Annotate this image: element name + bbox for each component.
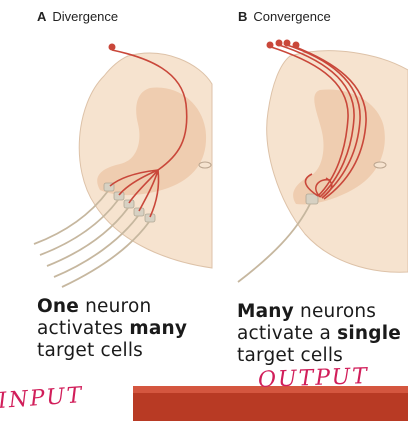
panel-b-title: Convergence bbox=[253, 9, 331, 24]
caption-text: activates bbox=[37, 318, 130, 339]
neuron-diagrams bbox=[33, 39, 408, 288]
caption-text: activate a bbox=[237, 323, 338, 344]
target-cell bbox=[133, 207, 145, 217]
axon-branch bbox=[128, 169, 159, 204]
central-canal bbox=[198, 161, 212, 169]
axon-branch bbox=[109, 169, 159, 187]
caption-bold-many: many bbox=[129, 318, 188, 339]
target-cell bbox=[144, 213, 156, 223]
target-axon bbox=[61, 221, 150, 288]
handwritten-output-annotation: OUTPUT bbox=[257, 364, 370, 393]
neuron-cell-body bbox=[266, 41, 274, 49]
axon-branch bbox=[138, 169, 159, 212]
neuron-axon bbox=[292, 45, 367, 200]
target-axon bbox=[46, 207, 129, 267]
gray-matter bbox=[97, 87, 207, 196]
axon-terminal-loop bbox=[304, 173, 319, 197]
caption-text: target cells bbox=[237, 345, 344, 366]
neuron-cell-body bbox=[108, 43, 116, 51]
caption-bold-many: Many bbox=[237, 301, 294, 322]
central-canal bbox=[373, 161, 387, 169]
accent-bar-band bbox=[133, 386, 408, 393]
convergence-caption: Many neurons activate a single target ce… bbox=[237, 301, 408, 367]
axon-branch bbox=[118, 169, 159, 196]
divergence-caption: One neuron activates many target cells bbox=[37, 296, 212, 362]
axon-branch bbox=[149, 169, 160, 218]
panel-b-label: B Convergence bbox=[238, 9, 331, 24]
caption-bold-one: One bbox=[37, 296, 80, 317]
caption-bold-single: single bbox=[337, 323, 401, 344]
target-cells bbox=[103, 182, 156, 223]
neuron-axon bbox=[267, 45, 349, 197]
target-axon bbox=[33, 190, 109, 245]
caption-text: neuron bbox=[79, 296, 152, 317]
target-cell bbox=[305, 193, 319, 205]
target-cell bbox=[113, 191, 125, 201]
panel-b-letter: B bbox=[238, 9, 248, 24]
caption-text: target cells bbox=[37, 340, 144, 361]
accent-bar bbox=[133, 386, 408, 421]
target-axon bbox=[237, 203, 311, 283]
neuron-cell-body bbox=[275, 39, 283, 47]
target-axon bbox=[39, 199, 119, 256]
target-cell bbox=[123, 199, 135, 209]
diverging-neuron bbox=[109, 49, 188, 218]
divergence-diagram bbox=[33, 43, 213, 288]
target-axons bbox=[33, 190, 150, 288]
neuron-axon bbox=[275, 43, 355, 198]
neuron-cell-body bbox=[292, 41, 300, 49]
panel-a-title: Divergence bbox=[52, 9, 119, 24]
panel-a-label: A Divergence bbox=[37, 9, 118, 24]
handwritten-input-annotation: INPUT bbox=[0, 383, 85, 414]
caption-text: neurons bbox=[293, 301, 377, 322]
converging-neurons bbox=[267, 43, 367, 200]
neuron-cell-body bbox=[283, 39, 291, 47]
target-axon bbox=[53, 215, 139, 278]
neuron-axon bbox=[283, 43, 361, 199]
convergence-diagram bbox=[237, 39, 408, 283]
neuron-axon bbox=[111, 49, 188, 171]
panel-a-letter: A bbox=[37, 9, 47, 24]
axon-terminal-loop bbox=[321, 177, 333, 199]
gray-matter bbox=[293, 89, 385, 205]
